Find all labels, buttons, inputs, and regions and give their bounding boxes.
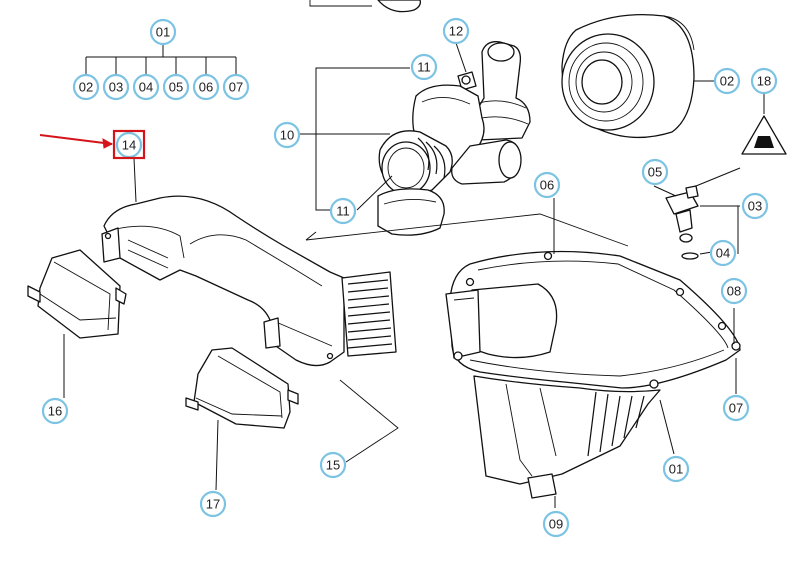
highlight-annotation	[39, 129, 146, 160]
callout-label: 16	[48, 404, 62, 419]
callout-01-housing[interactable]: 01	[662, 455, 690, 483]
intake-duct	[101, 157, 397, 367]
callout-05-list[interactable]: 05	[162, 73, 190, 101]
callout-06-housing[interactable]: 06	[533, 171, 561, 199]
callout-label: 17	[206, 497, 220, 512]
callout-label: 02	[79, 80, 93, 95]
callout-tree	[85, 43, 237, 75]
callout-03-list[interactable]: 03	[102, 73, 130, 101]
callout-label: 01	[156, 25, 170, 40]
callout-label: 12	[449, 24, 463, 39]
callout-02-list[interactable]: 02	[72, 73, 100, 101]
callout-label: 08	[727, 284, 741, 299]
callout-label: 14	[122, 138, 136, 153]
callout-label: 04	[139, 80, 153, 95]
callout-08[interactable]: 08	[720, 277, 748, 305]
callout-02-filter[interactable]: 02	[713, 67, 741, 95]
air-filter-element	[561, 13, 714, 139]
callout-label: 11	[417, 60, 431, 75]
callout-03-sensor[interactable]: 03	[741, 192, 769, 220]
callout-label: 05	[648, 165, 662, 180]
callout-15[interactable]: 15	[319, 451, 347, 479]
callout-17[interactable]: 17	[199, 490, 227, 518]
callouts: 01 02 03 04 05 06 07 12	[41, 17, 778, 538]
intake-boot-assembly	[377, 41, 531, 236]
clipped-part-top	[309, 0, 422, 13]
callout-16[interactable]: 16	[41, 397, 69, 425]
air-guide-16	[27, 249, 127, 398]
callout-label: 15	[326, 458, 340, 473]
callout-label: 18	[757, 74, 771, 89]
callout-09[interactable]: 09	[542, 510, 570, 538]
callout-label: 11	[336, 204, 350, 219]
callout-07-housing[interactable]: 07	[722, 394, 750, 422]
callout-07-list[interactable]: 07	[222, 73, 250, 101]
callout-label: 06	[199, 80, 213, 95]
warning-label-icon	[741, 94, 787, 155]
callout-label: 01	[669, 462, 683, 477]
callout-label: 10	[280, 128, 294, 143]
air-mass-sensor	[653, 167, 741, 260]
callout-18[interactable]: 18	[750, 67, 778, 95]
callout-04-list[interactable]: 04	[132, 73, 160, 101]
callout-11-bottom[interactable]: 11	[329, 197, 357, 225]
boot-leaders	[300, 42, 629, 247]
callout-label: 03	[109, 80, 123, 95]
callout-14[interactable]: 14	[115, 131, 143, 159]
air-guide-17	[185, 347, 399, 491]
callout-label: 02	[720, 74, 734, 89]
callout-01-top[interactable]: 01	[149, 18, 177, 46]
air-filter-housing	[445, 198, 741, 508]
callout-05-sensor[interactable]: 05	[641, 158, 669, 186]
callout-label: 07	[229, 80, 243, 95]
callout-06-list[interactable]: 06	[192, 73, 220, 101]
callout-11-top[interactable]: 11	[410, 53, 438, 81]
callout-label: 03	[748, 199, 762, 214]
callout-label: 06	[540, 178, 554, 193]
red-arrow-icon	[39, 134, 113, 145]
callout-10[interactable]: 10	[273, 121, 301, 149]
highlight-box	[112, 129, 146, 160]
callout-label: 09	[549, 517, 563, 532]
callout-04-sensor[interactable]: 04	[709, 239, 737, 267]
callout-label: 05	[169, 80, 183, 95]
callout-label: 04	[716, 246, 730, 261]
callout-label: 07	[729, 401, 743, 416]
callout-12[interactable]: 12	[442, 17, 470, 45]
